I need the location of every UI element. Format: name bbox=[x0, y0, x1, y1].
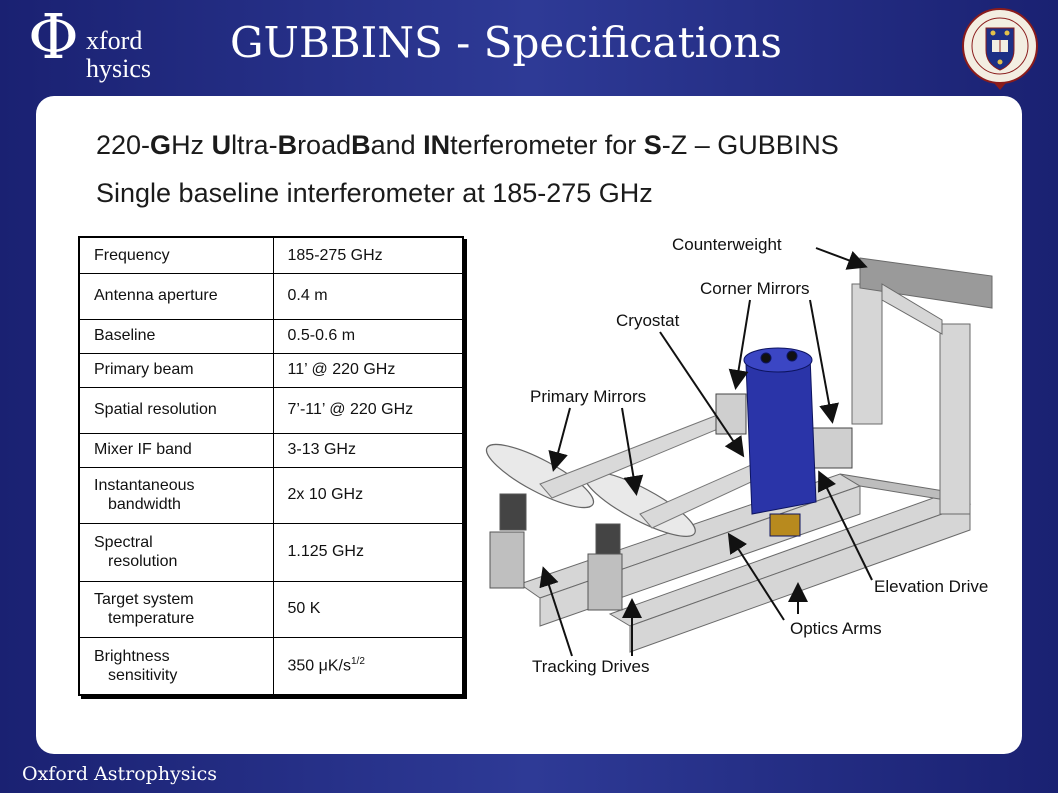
spec-label: Brightness sensitivity bbox=[78, 636, 274, 696]
phi-logo-icon: Φ bbox=[28, 0, 79, 73]
spec-label: Target system temperature bbox=[78, 580, 274, 638]
spec-label-line-2: bandwidth bbox=[108, 496, 181, 513]
spec-value: 0.5-0.6 m bbox=[272, 318, 464, 354]
spec-label-line-2: temperature bbox=[108, 610, 195, 627]
spec-label-line-2: sensitivity bbox=[108, 666, 178, 684]
spec-value: 185-275 GHz bbox=[272, 236, 464, 274]
university-crest-icon bbox=[962, 8, 1038, 90]
label-corner-mirrors: Corner Mirrors bbox=[700, 279, 810, 298]
spec-value: 7’-11’ @ 220 GHz bbox=[272, 386, 464, 434]
table-row: Brightness sensitivity 350 μK/s1/2 bbox=[78, 636, 464, 696]
label-optics-arms: Optics Arms bbox=[790, 619, 882, 638]
spec-label: Instantaneous bandwidth bbox=[78, 466, 274, 524]
page-title: GUBBINS - Specifications bbox=[230, 18, 782, 67]
footer-text: Oxford Astrophysics bbox=[22, 763, 218, 785]
label-elevation-drive: Elevation Drive bbox=[874, 577, 988, 596]
table-row: Antenna aperture 0.4 m bbox=[78, 272, 464, 320]
spec-value: 3-13 GHz bbox=[272, 432, 464, 468]
spec-label-line-1: Target system bbox=[94, 590, 194, 608]
label-counterweight: Counterweight bbox=[672, 235, 782, 254]
logo-text-top: xford bbox=[86, 26, 143, 55]
spec-value: 350 μK/s1/2 bbox=[272, 636, 464, 696]
label-tracking-drives: Tracking Drives bbox=[532, 657, 649, 676]
diagram-arrows bbox=[539, 247, 873, 657]
oxford-physics-logo: Φ xford hysics bbox=[28, 6, 168, 84]
spec-value: 50 K bbox=[272, 580, 464, 638]
spec-label-line-1: Brightness bbox=[94, 647, 170, 665]
spec-table: Frequency 185-275 GHz Antenna aperture 0… bbox=[78, 236, 464, 696]
logo-text-bottom: hysics bbox=[86, 54, 151, 83]
spec-value-text: 350 μK/s bbox=[287, 657, 351, 675]
table-row: Frequency 185-275 GHz bbox=[78, 236, 464, 274]
cryostat bbox=[743, 347, 817, 537]
label-cryostat: Cryostat bbox=[616, 311, 680, 330]
spec-label: Primary beam bbox=[78, 352, 274, 388]
table-row: Baseline 0.5-0.6 m bbox=[78, 318, 464, 354]
table-row: Spatial resolution 7’-11’ @ 220 GHz bbox=[78, 386, 464, 434]
spec-label: Baseline bbox=[78, 318, 274, 354]
spec-value: 2x 10 GHz bbox=[272, 466, 464, 524]
spec-label: Antenna aperture bbox=[78, 272, 274, 320]
spec-label: Frequency bbox=[78, 236, 274, 274]
subtitle-line-1: 220-GHz Ultra-BroadBand INterferometer f… bbox=[96, 130, 839, 160]
table-row: Spectral resolution 1.125 GHz bbox=[78, 522, 464, 582]
spec-label-line-2: resolution bbox=[108, 553, 178, 570]
spec-label: Spatial resolution bbox=[78, 386, 274, 434]
spec-label: Spectral resolution bbox=[78, 522, 274, 582]
spec-value: 0.4 m bbox=[272, 272, 464, 320]
subtitle-line-2: Single baseline interferometer at 185-27… bbox=[96, 178, 653, 208]
spec-label-line-1: Spectral bbox=[94, 533, 153, 551]
gubbins-diagram: Counterweight Corner Mirrors Cryostat Pr… bbox=[485, 235, 993, 676]
spec-value-superscript: 1/2 bbox=[350, 655, 365, 667]
corner-mirror-boxes bbox=[715, 393, 853, 469]
table-row: Target system temperature 50 K bbox=[78, 580, 464, 638]
table-row: Instantaneous bandwidth 2x 10 GHz bbox=[78, 466, 464, 524]
spec-label: Mixer IF band bbox=[78, 432, 274, 468]
label-primary-mirrors: Primary Mirrors bbox=[530, 387, 646, 406]
table-row: Mixer IF band 3-13 GHz bbox=[78, 432, 464, 468]
spec-value: 1.125 GHz bbox=[272, 522, 464, 582]
spec-label-line-1: Instantaneous bbox=[94, 476, 195, 494]
left-mounts bbox=[489, 493, 623, 611]
table-row: Primary beam 11’ @ 220 GHz bbox=[78, 352, 464, 388]
spec-value: 11’ @ 220 GHz bbox=[272, 352, 464, 388]
